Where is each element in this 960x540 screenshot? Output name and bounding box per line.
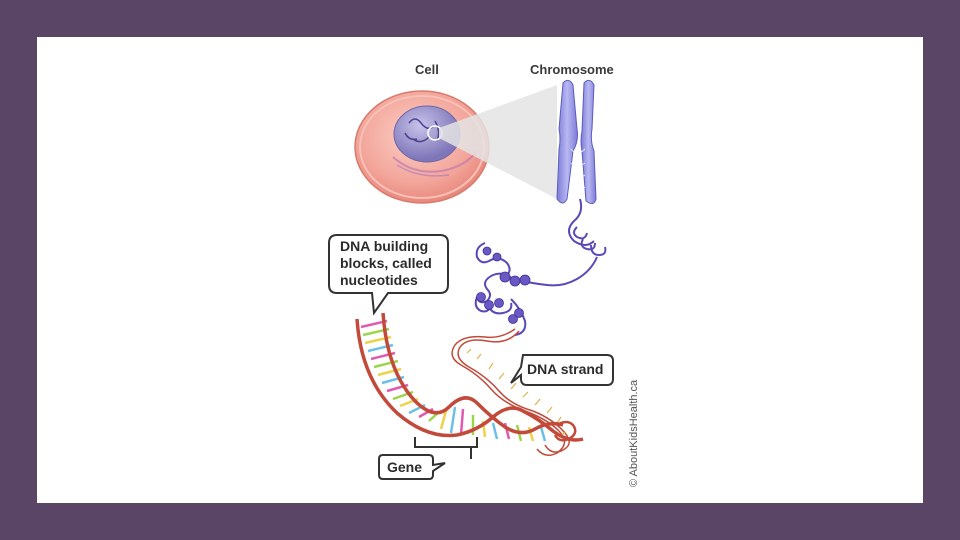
callout-text-line2: blocks, called [340, 255, 432, 271]
thin-dna-strand [452, 329, 569, 455]
gene-label: Gene [387, 459, 422, 475]
chromatin-fiber [476, 199, 606, 335]
dna-strand-callout: DNA strand [511, 355, 613, 385]
dna-strand-label: DNA strand [527, 361, 604, 377]
copyright-credit: © AboutKidsHealth.ca [628, 379, 640, 487]
chromosome-label: Chromosome [530, 62, 614, 77]
callout-text-line3: nucleotides [340, 272, 418, 288]
cell-label: Cell [415, 62, 439, 77]
dna-diagram: Cell Chromosome [37, 37, 923, 503]
slide-canvas: Cell Chromosome [37, 37, 923, 503]
nucleotides-callout: DNA building blocks, called nucleotides [329, 235, 448, 313]
gene-callout: Gene [379, 455, 445, 479]
callout-text-line1: DNA building [340, 238, 428, 254]
chromosome-illustration [557, 80, 596, 203]
